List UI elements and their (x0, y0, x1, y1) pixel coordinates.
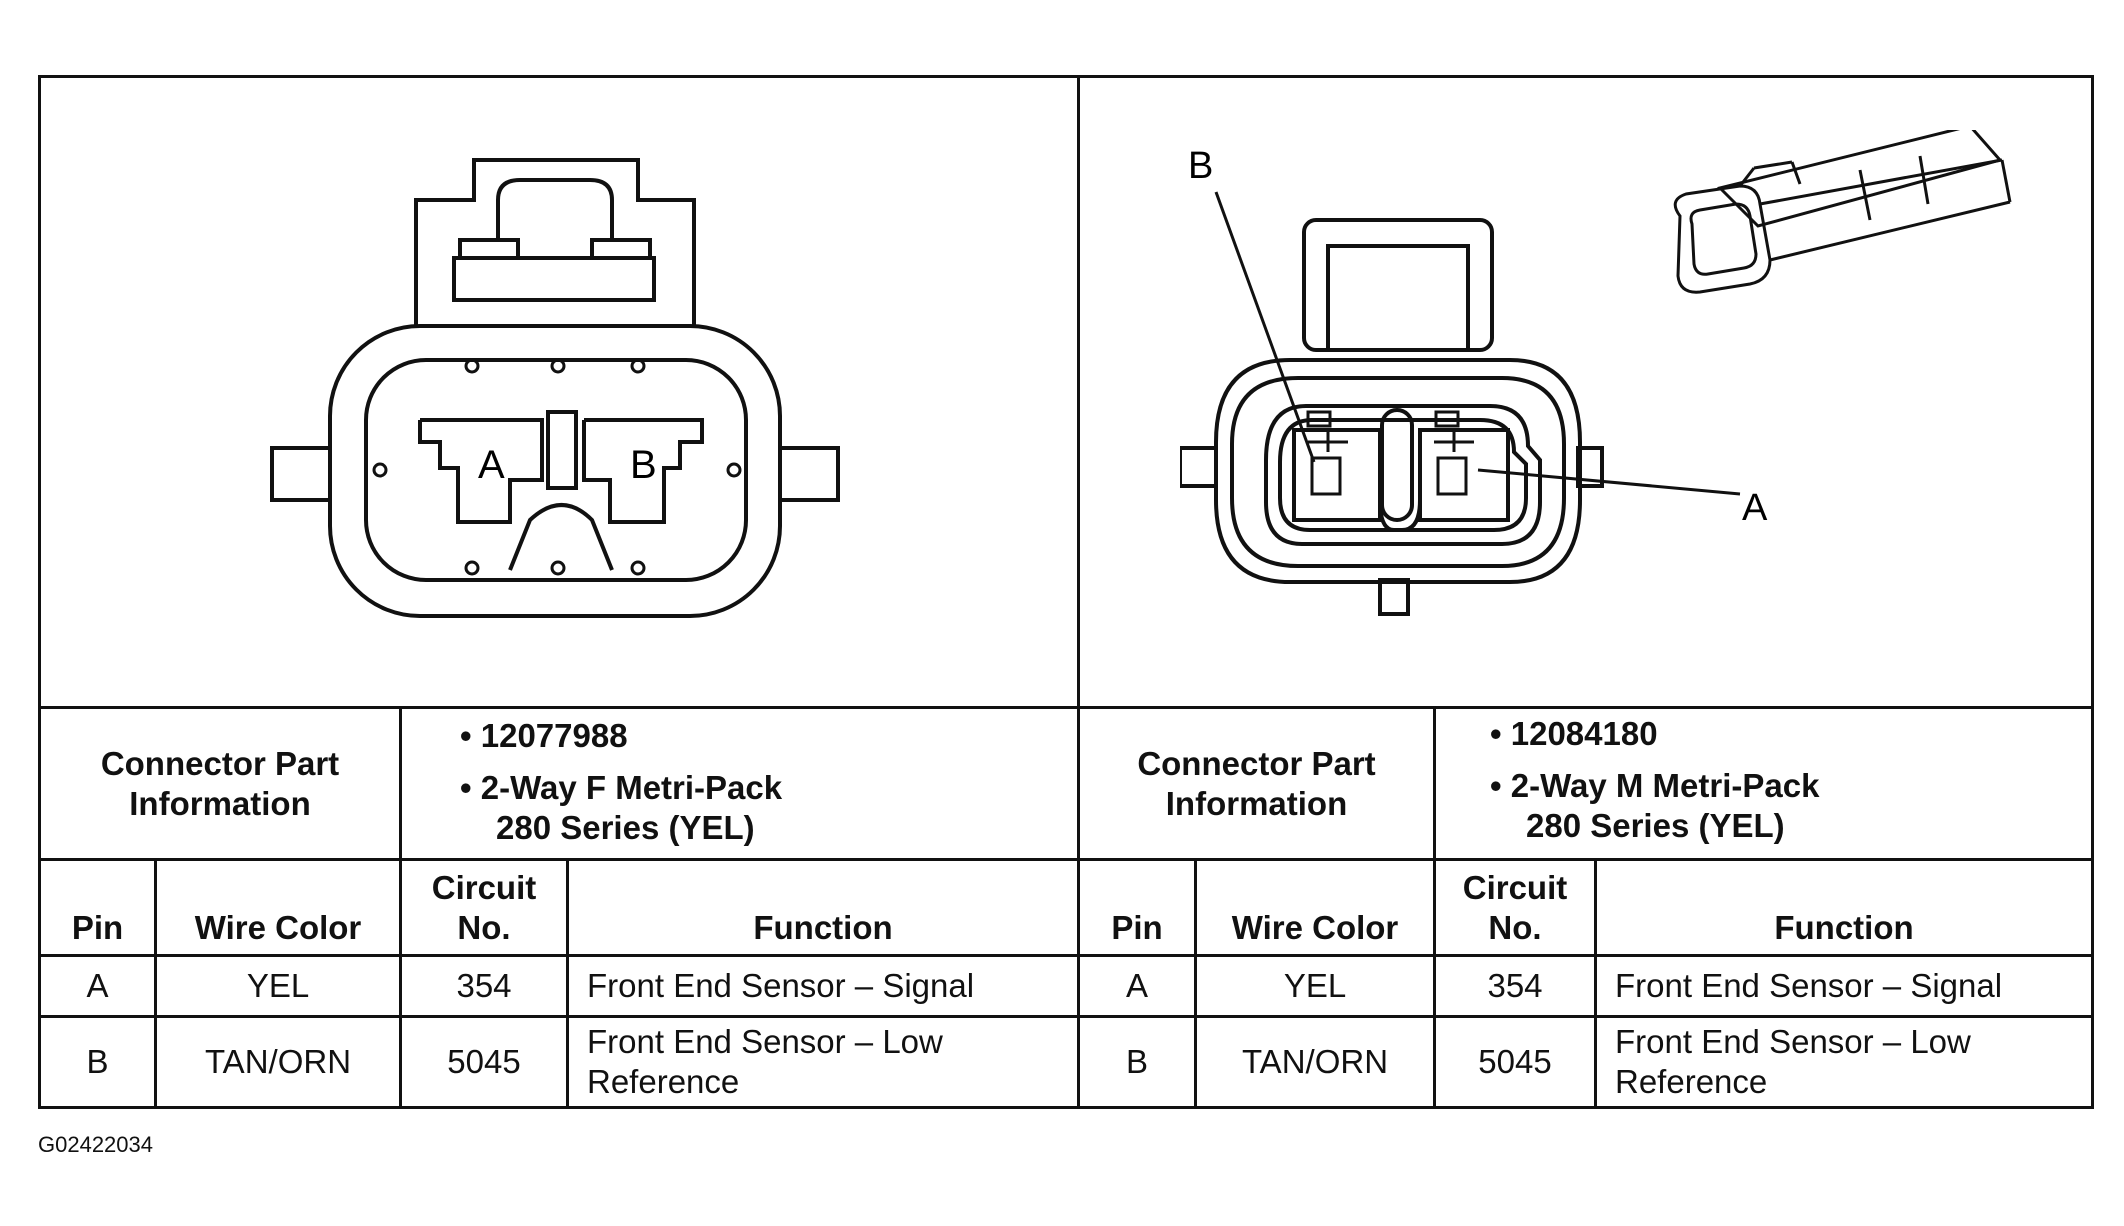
pin-b-label: B (630, 443, 657, 487)
left-part-number: • 12077988 (460, 717, 628, 754)
connector-iso-thumbnail (1673, 130, 2012, 294)
left-header-pin: Pin (71, 909, 124, 946)
left-header-wire-color: Wire Color (194, 909, 362, 946)
right-row-b-circuit: 5045 (1478, 1043, 1552, 1080)
callout-b-label: B (1188, 145, 1213, 187)
row-a-bottom-line (38, 1015, 2094, 1018)
table-top-line (38, 706, 2094, 709)
female-connector-face-drawing: A B (270, 158, 840, 618)
left-row-b-circuit: 5045 (447, 1043, 521, 1080)
left-description-line2: 280 Series (YEL) (496, 809, 755, 846)
right-row-b-wire-color: TAN/ORN (1241, 1043, 1389, 1080)
right-description-line2: 280 Series (YEL) (1526, 807, 1785, 844)
right-row-b-pin: B (1125, 1043, 1148, 1080)
left-row-a-wire-color: YEL (246, 967, 310, 1004)
info-bottom-line (38, 858, 2094, 861)
right-pin-divider (1194, 858, 1197, 1109)
left-row-a-function: Front End Sensor – Signal (587, 967, 975, 1004)
callout-a-label: A (1742, 487, 1768, 529)
right-connector-info-list: • 12084180 • 2-Way M Metri-Pack 280 Seri… (1490, 714, 1819, 846)
right-description: • 2-Way M Metri-Pack (1490, 767, 1820, 804)
right-row-a-pin: A (1125, 967, 1148, 1004)
right-row-a-circuit: 354 (1487, 967, 1543, 1004)
right-header-function: Function (1774, 909, 1914, 946)
left-header-function: Function (753, 909, 893, 946)
right-row-a-function: Front End Sensor – Signal (1615, 967, 2003, 1004)
left-info-divider (399, 706, 402, 1109)
right-circuit-divider (1594, 858, 1597, 1109)
left-description: • 2-Way F Metri-Pack (460, 769, 783, 806)
right-info-divider (1433, 706, 1436, 1109)
left-row-a-pin: A (86, 967, 109, 1004)
left-row-b-wire-color: TAN/ORN (204, 1043, 352, 1080)
center-divider (1077, 75, 1080, 1109)
left-row-b-pin: B (86, 1043, 109, 1080)
left-connector-info-title: Connector Part Information (100, 744, 340, 822)
right-part-number: • 12084180 (1490, 715, 1658, 752)
left-connector-info-list: • 12077988 • 2-Way F Metri-Pack 280 Seri… (460, 716, 782, 848)
diagram-frame (38, 75, 2094, 1109)
header-bottom-line (38, 954, 2094, 957)
male-connector-face-drawing: B A (1180, 130, 2012, 616)
right-connector-info-title: Connector Part Information (1137, 744, 1376, 822)
left-circuit-divider (566, 858, 569, 1109)
right-header-pin: Pin (1111, 909, 1163, 946)
figure-id: G02422034 (38, 1132, 153, 1157)
right-header-wire-color: Wire Color (1231, 909, 1399, 946)
pin-a-label: A (478, 443, 505, 487)
left-row-a-circuit: 354 (456, 967, 512, 1004)
right-row-a-wire-color: YEL (1283, 967, 1347, 1004)
left-pin-divider (154, 858, 157, 1109)
